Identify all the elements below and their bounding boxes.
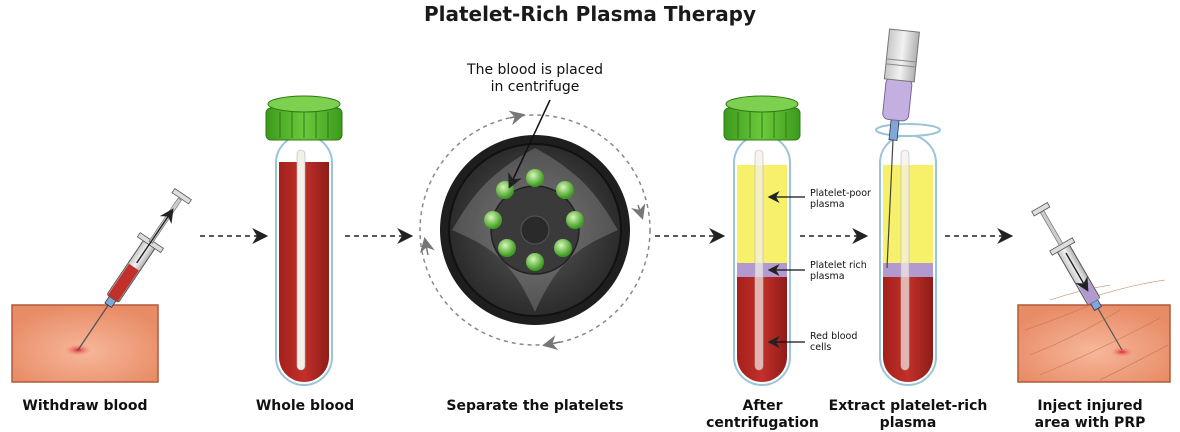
skin-patch-injured xyxy=(1017,304,1171,383)
step-label-separate-platelets: Separate the platelets xyxy=(446,398,624,414)
separated-tube xyxy=(723,95,805,386)
injured-area xyxy=(1110,347,1134,357)
centrifuge xyxy=(419,99,651,351)
step-label-extract-prp: Extract platelet-rich plasma xyxy=(828,398,988,431)
step-label-whole-blood: Whole blood xyxy=(255,398,355,414)
step-label-after-centrifugation: After centrifugation xyxy=(706,398,819,431)
label-platelet-rich-plasma: Platelet rich plasma xyxy=(810,260,867,282)
diagram-title: Platelet-Rich Plasma Therapy xyxy=(423,2,757,26)
syringe-inject xyxy=(1031,202,1123,351)
whole-blood-tube xyxy=(265,95,343,386)
rotation-path xyxy=(419,114,651,346)
centrifuge-pointer xyxy=(508,99,551,189)
inject-illustration xyxy=(1017,202,1171,383)
extraction-syringe xyxy=(882,28,920,141)
skin-patch xyxy=(11,304,159,383)
syringe-withdraw xyxy=(77,187,192,351)
label-red-blood-cells: Red blood cells xyxy=(810,331,858,353)
step-label-withdraw-blood: Withdraw blood xyxy=(22,398,148,414)
extract-prp-illustration xyxy=(875,28,941,386)
callout-line2: in centrifuge xyxy=(490,79,580,95)
callout-line1: The blood is placed xyxy=(467,62,603,78)
step-label-inject: Inject injured area with PRP xyxy=(1034,398,1146,431)
withdraw-blood-illustration xyxy=(11,187,192,383)
extraction-needle xyxy=(886,139,894,269)
label-platelet-poor-plasma: Platelet-poor plasma xyxy=(810,188,871,210)
centrifuge-callout: The blood is placed in centrifuge xyxy=(455,62,615,96)
